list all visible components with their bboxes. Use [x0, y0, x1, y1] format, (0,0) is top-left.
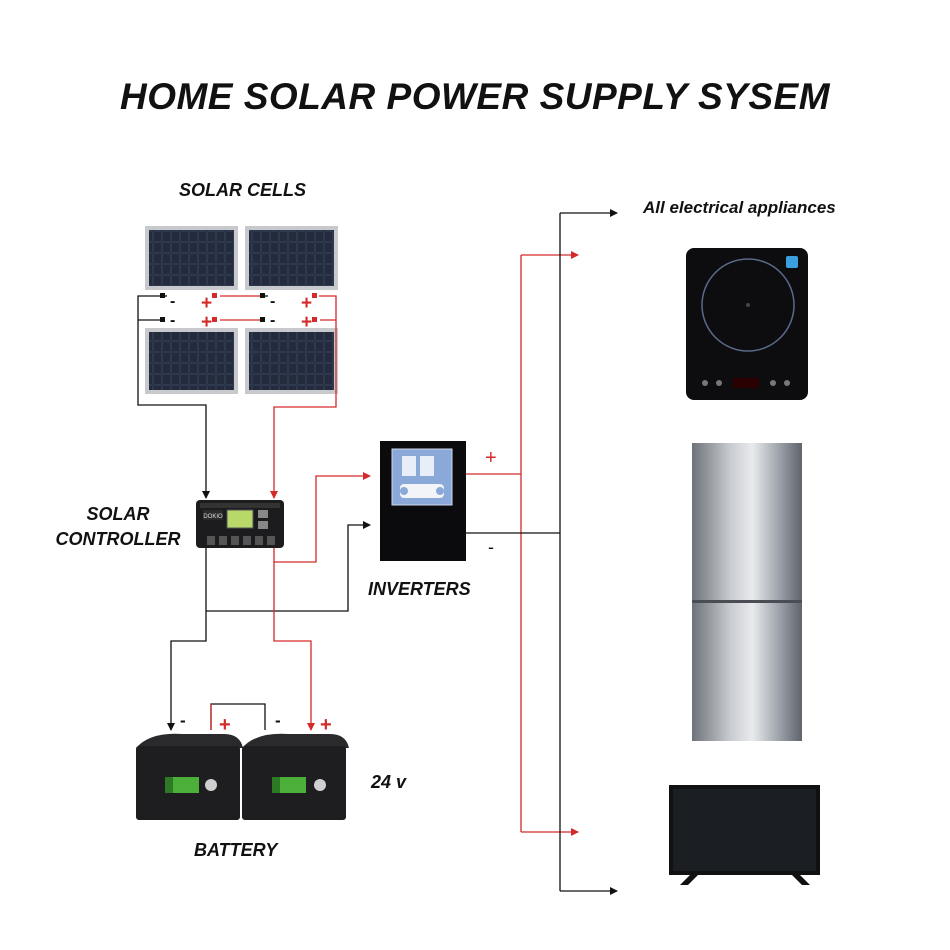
battery-label: BATTERY: [194, 840, 278, 860]
battery-series-wire: [210, 703, 266, 730]
svg-text:+: +: [320, 714, 332, 736]
refrigerator: [692, 443, 802, 741]
svg-text:+: +: [301, 293, 312, 314]
svg-text:-: -: [170, 293, 175, 310]
voltage-label: 24 v: [371, 772, 407, 792]
page-title: HOME SOLAR POWER SUPPLY SYSEM: [119, 76, 831, 117]
output-wiring: [466, 209, 618, 895]
svg-text:-: -: [488, 537, 494, 557]
battery-terminal-signs: - + - +: [180, 711, 332, 736]
solar-controller-label: SOLAR CONTROLLER: [48, 504, 188, 550]
svg-text:+: +: [219, 714, 231, 736]
solar-panel-top-right: [245, 226, 338, 290]
solar-cells-label: SOLAR CELLS: [179, 180, 307, 200]
svg-text:+: +: [201, 312, 212, 333]
svg-text:-: -: [270, 312, 275, 329]
solar-controller-label-line1: SOLAR: [86, 504, 150, 524]
induction-cooker: [686, 248, 808, 400]
svg-text:+: +: [301, 312, 312, 333]
svg-text:-: -: [170, 312, 175, 329]
panel-connectors: [160, 293, 317, 322]
appliances-label: All electrical appliances: [643, 198, 836, 217]
svg-text:+: +: [485, 447, 497, 469]
controller-brand: DOKIO: [203, 514, 223, 520]
inverter-terminal-signs: + -: [485, 447, 497, 557]
panel-terminal-signs: - + - + - + - +: [170, 293, 312, 333]
solar-panel-top-left: [145, 226, 238, 290]
inverter: [380, 441, 466, 561]
svg-text:-: -: [275, 711, 281, 730]
solar-panel-bottom-right: [245, 328, 338, 394]
svg-text:+: +: [201, 293, 212, 314]
television: [669, 785, 820, 885]
svg-text:-: -: [180, 711, 186, 730]
controller-wiring: [167, 472, 371, 731]
solar-controller-label-line2: CONTROLLER: [55, 529, 181, 549]
svg-text:-: -: [270, 293, 275, 310]
battery-right: [242, 733, 349, 820]
battery-left: [136, 733, 243, 820]
inverters-label: INVERTERS: [368, 579, 471, 599]
solar-controller: DOKIO: [196, 500, 284, 548]
solar-panel-bottom-left: [145, 328, 238, 394]
